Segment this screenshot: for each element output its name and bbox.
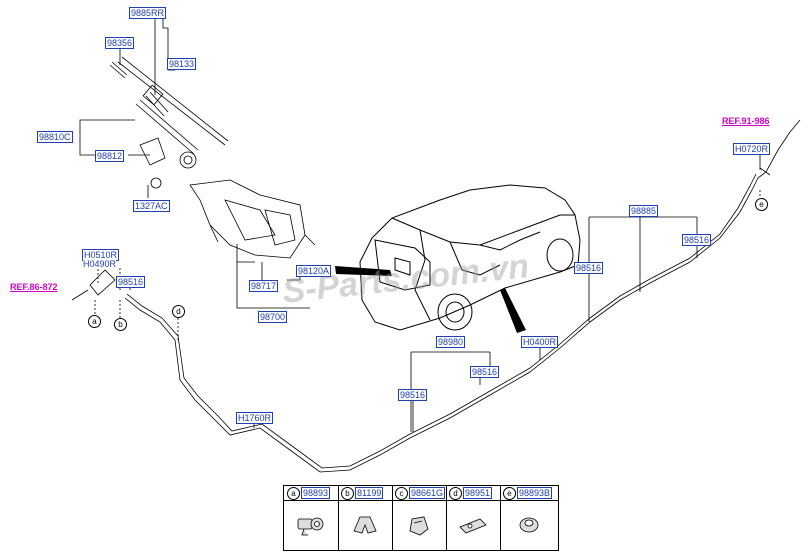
part-98516-right-lower[interactable]: 98516 xyxy=(574,262,604,274)
pointer-to-motor xyxy=(335,266,392,276)
part-H1760R[interactable]: H1760R xyxy=(236,412,274,424)
leader-lines xyxy=(79,17,310,309)
hose-end-left xyxy=(71,269,116,301)
hose-end-right xyxy=(757,119,801,179)
ref-link-right[interactable]: REF.91-986 xyxy=(722,116,770,126)
clip-icon xyxy=(353,516,377,534)
legend-mark: a xyxy=(287,487,300,500)
legend-part[interactable]: 81199 xyxy=(355,487,384,499)
pointer-to-hose xyxy=(500,288,526,333)
grommet-icon xyxy=(519,517,539,533)
part-98700[interactable]: 98700 xyxy=(258,311,288,323)
part-98717[interactable]: 98717 xyxy=(249,280,279,292)
legend-mark: c xyxy=(395,487,408,500)
wiper-motor xyxy=(189,179,306,259)
motor-clip-icon xyxy=(297,517,324,536)
part-98516-center-right[interactable]: 98516 xyxy=(470,366,500,378)
wiper-arm xyxy=(117,56,229,155)
part-98356[interactable]: 98356 xyxy=(105,37,135,49)
part-9885RR[interactable]: 9885RR xyxy=(129,7,167,19)
vehicle-outline xyxy=(359,184,581,331)
legend-mark: e xyxy=(503,487,516,500)
wiper-blade-joint xyxy=(142,84,164,106)
part-98516-right-upper[interactable]: 98516 xyxy=(682,234,712,246)
callout-b: b xyxy=(114,318,127,331)
part-H0490R[interactable]: H0490R xyxy=(83,259,117,269)
part-98516-center-left[interactable]: 98516 xyxy=(398,389,428,401)
part-98885[interactable]: 98885 xyxy=(629,205,659,217)
cap-part xyxy=(139,137,166,166)
wiper-spring xyxy=(109,61,128,79)
nut-part xyxy=(150,177,162,189)
part-H0400R[interactable]: H0400R xyxy=(521,336,559,348)
part-98120A[interactable]: 98120A xyxy=(296,265,332,277)
callout-e: e xyxy=(755,198,768,211)
legend-part[interactable]: 98893 xyxy=(301,487,331,499)
part-98133[interactable]: 98133 xyxy=(167,58,197,70)
holder-icon xyxy=(409,516,429,536)
callout-a: a xyxy=(88,315,101,328)
legend-mark: d xyxy=(449,487,462,500)
legend-part[interactable]: 98661G xyxy=(409,487,446,499)
legend-part[interactable]: 98951 xyxy=(463,487,493,499)
part-98516-left[interactable]: 98516 xyxy=(116,276,146,288)
legend-mark: b xyxy=(341,487,354,500)
ref-link-left[interactable]: REF.86-872 xyxy=(10,282,58,292)
part-98812[interactable]: 98812 xyxy=(95,150,125,162)
connector-icon xyxy=(459,518,487,534)
part-98810C[interactable]: 98810C xyxy=(37,131,73,143)
legend-part[interactable]: 98893B xyxy=(517,487,553,499)
part-H0720R[interactable]: H0720R xyxy=(733,143,771,155)
callout-d: d xyxy=(172,305,185,318)
part-1327AC[interactable]: 1327AC xyxy=(133,200,170,212)
washer-hose-left xyxy=(124,177,759,473)
part-98980[interactable]: 98980 xyxy=(436,336,466,348)
